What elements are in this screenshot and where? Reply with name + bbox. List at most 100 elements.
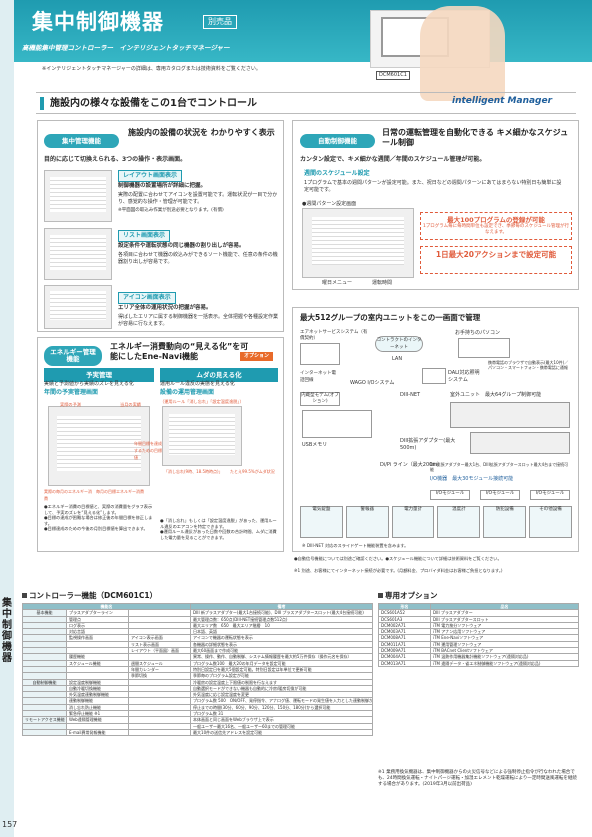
table-cell: DCM013A71 bbox=[378, 659, 431, 667]
table-cell: アイコン表示画面 bbox=[127, 634, 192, 642]
layout-thumbnail bbox=[44, 170, 112, 222]
hand-image bbox=[420, 6, 505, 101]
device-lock: 電気錠盤 bbox=[300, 506, 343, 538]
wago-label: WAGO I/Oシステム bbox=[350, 380, 395, 386]
table-row: E-mail異常発報機能最大10件の送信先アドレスを設定可能 bbox=[22, 728, 374, 737]
waste-tab: ムダの見える化 bbox=[160, 368, 278, 383]
product-model: DCM601C1 bbox=[376, 71, 410, 80]
table-cell: iTM 遠隔データ・省エネ制御機能ソフトウェア(遠隔対応品) bbox=[430, 659, 579, 667]
list-thumbnail bbox=[44, 228, 112, 280]
spec-square-icon bbox=[22, 593, 27, 598]
waste-sub: （運用ルール「消し忘れ」「設定温度逸脱」） bbox=[160, 399, 244, 404]
plan-chart bbox=[48, 406, 150, 486]
ann-forecast: 実際の予測 bbox=[60, 402, 81, 407]
weekly-label: 週間のスケジュール設定 bbox=[304, 170, 370, 177]
auto-pill: 自動制御機能 bbox=[300, 134, 375, 149]
dali-image bbox=[422, 368, 446, 384]
internet-cloud: コントラクトのインターネット bbox=[375, 336, 423, 352]
ann-goal: 年間目標を達成するための目標値 bbox=[134, 441, 162, 460]
icon-text: 得ばしたエリアに属する制御機器を一括表示。全体把握や各種設定作業が容易に行なえま… bbox=[118, 314, 279, 327]
device-row: 電気錠盤 警報器 電力量計 温度計 防犯設備 その他設備 bbox=[300, 506, 572, 538]
waste-text: 運用ルール違反の実態を見える化 bbox=[160, 381, 235, 387]
outdoor-units bbox=[450, 402, 570, 428]
table-cell: プログラム数 500 ON/OFF、発停指令、アナログ値、運転モードの発生値を入… bbox=[190, 697, 374, 705]
header-caption: ※インテリジェントタッチマネージャーの詳細は、専用カタログまたは技術資料をご覧く… bbox=[42, 66, 261, 72]
spec-title: コントローラー機能（DCM601C1） bbox=[29, 591, 158, 600]
io-text: I/O機器 最大30モジュール接続可能 bbox=[430, 476, 514, 482]
table-row: 消し忘れ防止機能停止までの時間(30分、60分、90分、120分、150分、18… bbox=[22, 703, 374, 712]
io-module-3: I/Oモジュール bbox=[530, 490, 570, 500]
layout-text: 実際の配置に合わせてアイコンを設置可能です。運転状況が一目で分かり、感覚的な操作… bbox=[118, 192, 278, 205]
energy-pill: エネルギー管理機能 bbox=[44, 346, 102, 366]
table-cell: レイアウト（平面図）画面 bbox=[127, 647, 192, 655]
weekly-text: 1プログラムで基本の週間パターンが設定可能。また、祝日などの週間パターンにあては… bbox=[304, 180, 562, 193]
table-row: 履歴機能異常、操作、動作、自動制御、システム情報履歴を最大約5万件保存（操作元名… bbox=[22, 653, 374, 661]
plan-bullet: ●目標の達成が困難な場合は修正後の年間目標を修正します。 bbox=[44, 515, 153, 526]
device-meter: 電力量計 bbox=[391, 506, 435, 538]
waste-bullets: ●「消し忘れ」もしくは「設定温度逸脱」があった、運用ルール違反のエアコンを特定で… bbox=[160, 518, 278, 540]
auto-lead: カンタン設定で、キメ細かな週間／年間のスケジュール管理が可能。 bbox=[300, 156, 486, 163]
layout-label: レイアウト画面表示 bbox=[118, 170, 183, 182]
page-subtitle: 高機能集中管理コントローラー インテリジェントタッチマネージャー bbox=[22, 44, 230, 52]
section-title-bar: 施設内の様々な設備をこの1台でコントロール bbox=[36, 92, 576, 114]
program-box-title: 最大100プログラムの登録が可能 bbox=[447, 216, 545, 224]
central-lead: 目的に応じて切換えられる、3つの操作・表示画面。 bbox=[44, 156, 187, 163]
section-accent bbox=[40, 97, 44, 110]
device-other: その他設備 bbox=[529, 506, 572, 538]
program-box-text: 1プログラム毎に毎時間単位も設定でき、季節毎のスケジュール管理が行なえます。 bbox=[422, 224, 570, 235]
table-cell: 停止までの時間(30分、60分、90分、120分、150分、180分)から選択可… bbox=[190, 703, 374, 712]
table-cell: E-mail異常発報機能 bbox=[66, 728, 129, 737]
controller-image bbox=[302, 410, 372, 438]
internet-line-label: インターネット電話回線 bbox=[300, 371, 336, 383]
device-thermo: 温度計 bbox=[437, 506, 481, 538]
sidebar: 集中制御機器 bbox=[0, 0, 14, 837]
plan-bullet: ●目標達成のための今後の月別目標値を算出できます。 bbox=[44, 526, 148, 531]
table-row: スケジュール機能週間スケジュールプログラム数100 最大20の年月データを設定可… bbox=[22, 659, 374, 667]
footnote: ※1 業務用換気機器は、集中制御機器からの火災信号などによる強制停止指令が行なわ… bbox=[378, 770, 577, 787]
layout-note: ※平面図の取込み作業が別途必要となります。(有償) bbox=[118, 208, 224, 213]
page-title: 集中制御機器 bbox=[32, 10, 164, 34]
auto-heading: 日常の運転管理を自動化できる キメ細かなスケジュール制御 bbox=[382, 128, 569, 147]
table-row: 一般ユーザー最大16名、一般ユーザー60までの管理可能 bbox=[22, 722, 374, 730]
waste-bullet: ●「消し忘れ」もしくは「設定温度逸脱」があった、運用ルール違反のエアコンを特定で… bbox=[160, 518, 277, 529]
central-heading: 施設内の設備の状況を わかりやすく表示 bbox=[128, 128, 275, 137]
screen-label: ●週間パターン設定画面 bbox=[302, 201, 357, 207]
layout-heading: 制御機器の設置場所が詳細に把握。 bbox=[118, 183, 207, 189]
outdoor-label: 室外ユニット 最大64グループ制御可能 bbox=[450, 392, 542, 398]
ac-system-label: エアネットサービスシステム（有償契約） bbox=[300, 330, 368, 341]
optional-tag: 別売品 bbox=[203, 15, 237, 30]
list-text: 各項目に合わせて機器の絞込みができるソート機能で、任意の条件の機器割り出しが容易… bbox=[118, 252, 278, 265]
mobile-label: 携帯電話のブラウザで自動表示(最大10件)／パソコン・スマートフォン・携帯電話に… bbox=[488, 360, 569, 370]
pc-label: お手持ちのパソコン bbox=[455, 330, 501, 336]
modem-box: 内蔵型モデム(オプション) bbox=[300, 392, 340, 406]
table-cell bbox=[22, 728, 67, 737]
table-cell: iTM 温熱作用機器集計機能ソフトウェア(遠隔対応品) bbox=[430, 653, 579, 661]
sidebar-label: 集中制御機器 bbox=[2, 598, 12, 664]
spec-head-name: 機能名 bbox=[21, 602, 192, 611]
plan-text: 実績と予測値から実績のズレを見える化 bbox=[44, 381, 134, 387]
list-label: リスト画面表示 bbox=[118, 230, 171, 242]
waste-bullet: ●運用ルール違反があった日数や回数の合計時間、ムダに消費した電力量を見ることがで… bbox=[160, 529, 277, 540]
legend-weekday: 曜日メニュー bbox=[322, 280, 353, 286]
ann-actual: 当月の実績 bbox=[120, 402, 141, 407]
table-cell: 自動選択モードができない機器も自動的に冷房/暖房切換が可能 bbox=[190, 684, 374, 693]
io-module-1: I/Oモジュール bbox=[430, 490, 470, 500]
pc-image bbox=[458, 338, 510, 358]
option-title: 専用オプション bbox=[385, 591, 438, 600]
central-pill: 集中管理機能 bbox=[44, 134, 119, 149]
action-box: 1日最大20アクションまで設定可能 bbox=[420, 246, 572, 274]
option-title-row: 専用オプション bbox=[378, 591, 438, 601]
device-security: 防犯設備 bbox=[483, 506, 527, 538]
legend-time: 運転時間 bbox=[372, 280, 393, 286]
table-cell: DIII 新プラスアダプター(最大1台接続可能)、DIII プラスアダプタースロ… bbox=[190, 609, 374, 617]
ann-target: 毎月の目標エネルギー消費 bbox=[96, 489, 144, 494]
plan-label: 年間の予実管理画面 bbox=[44, 389, 99, 396]
table-cell: リモートアクセス機能 bbox=[22, 716, 67, 724]
